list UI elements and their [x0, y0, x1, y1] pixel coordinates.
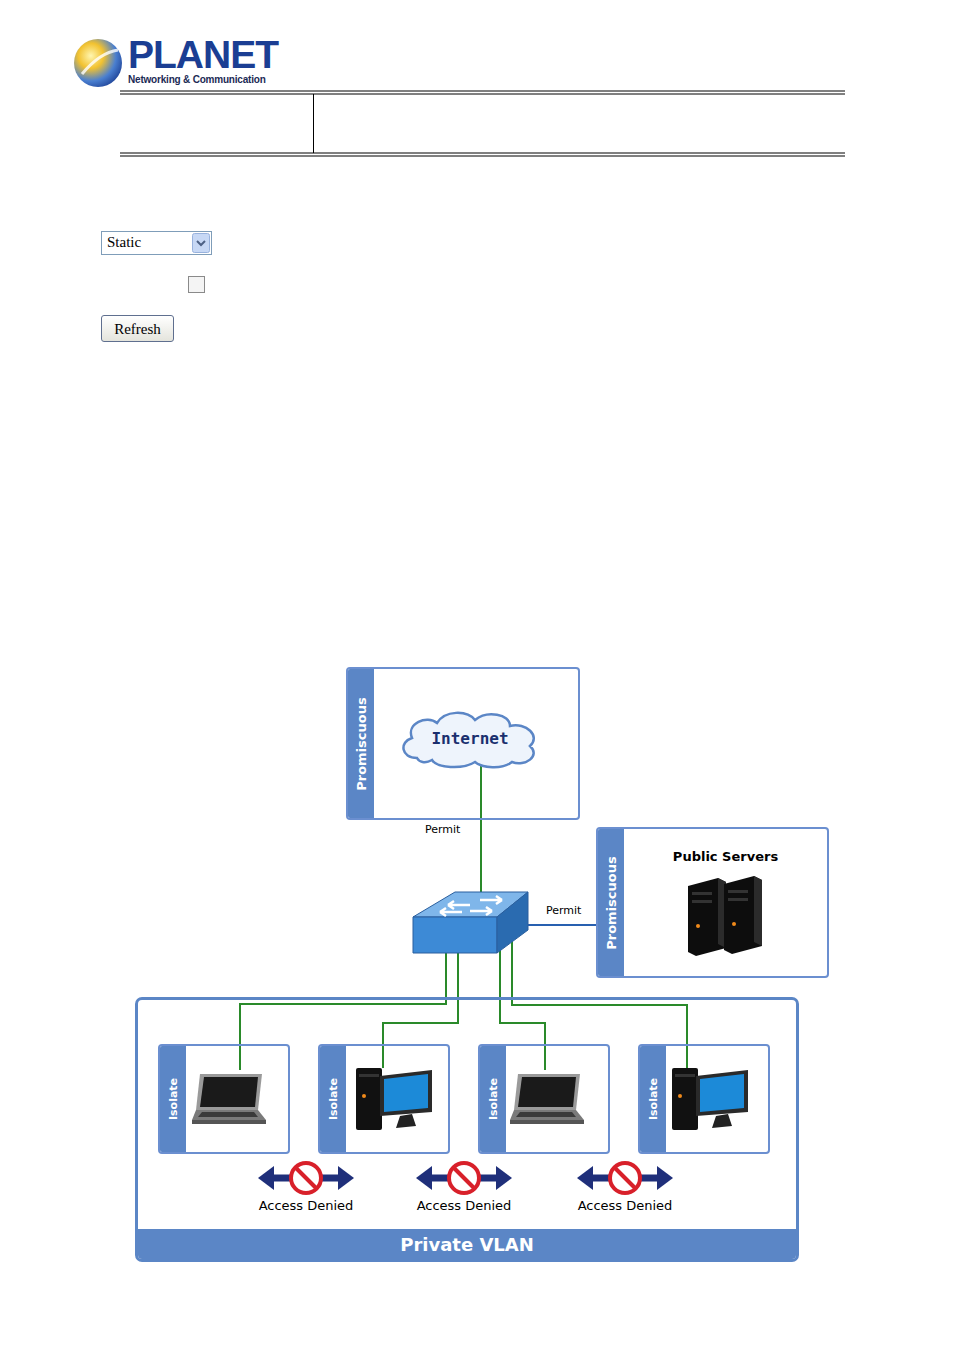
- private-vlan-box: Isolate Isolate Isolate IsolatePrivate VLAN: [135, 997, 799, 1262]
- access-denied-arrows: [615, 1168, 635, 1188]
- access-denied-arrows: [416, 1166, 432, 1190]
- header-table: [120, 91, 845, 156]
- promiscuous-box: Internet Promiscuous: [346, 667, 580, 820]
- band-label: Isolate: [647, 1078, 660, 1120]
- header-table: [313, 94, 314, 153]
- access-denied-arrows: [338, 1166, 354, 1190]
- access-denied-arrows: [610, 1163, 640, 1193]
- access-denied-arrows: [291, 1163, 321, 1193]
- access-label: Access Denied: [417, 1199, 512, 1213]
- label-band: Isolate: [480, 1046, 506, 1152]
- brand-name: PLANET: [128, 34, 278, 77]
- label-band: Isolate: [640, 1046, 666, 1152]
- select-box: Static: [101, 231, 212, 255]
- cloud-label: Internet: [431, 728, 508, 747]
- box-heading: Public Servers: [624, 849, 827, 864]
- access-denied-arrows: [449, 1163, 479, 1193]
- switch-icon: [470, 907, 492, 915]
- header-table: [120, 156, 845, 157]
- band-label: Promiscuous: [354, 697, 369, 791]
- logo-globe: [74, 39, 122, 87]
- header-table: [120, 94, 845, 95]
- network-links: [240, 760, 687, 1070]
- dropdown-arrow: [197, 241, 205, 245]
- client-icons: [510, 1074, 584, 1124]
- isolate-box: Isolate: [158, 1044, 290, 1154]
- band-label: Private VLAN: [400, 1234, 534, 1255]
- network-links: [500, 948, 545, 1070]
- button-label: Refresh: [114, 320, 161, 337]
- access-denied-arrows: [577, 1166, 593, 1190]
- dropdown-arrow: [193, 234, 210, 253]
- client-icons: [192, 1074, 266, 1124]
- switch-icon: [480, 896, 502, 904]
- access-label: Access Denied: [578, 1199, 673, 1213]
- public-servers-icon: [724, 876, 762, 954]
- access-denied-arrows: [258, 1163, 354, 1193]
- band-label: Isolate: [327, 1078, 340, 1120]
- band-label: Isolate: [487, 1078, 500, 1120]
- switch-icon: [413, 892, 528, 953]
- isolate-box: Isolate: [318, 1044, 450, 1154]
- select-value: Static: [107, 234, 141, 251]
- band-label: Promiscuous: [604, 856, 619, 950]
- access-denied-arrows: [416, 1163, 512, 1193]
- label-band: Isolate: [320, 1046, 346, 1152]
- brand-tagline: Networking & Communication: [128, 74, 266, 85]
- access-denied-arrows: [258, 1166, 274, 1190]
- link-label: Permit: [425, 824, 460, 836]
- access-denied-arrows: [454, 1168, 474, 1188]
- cloud-outline: [403, 713, 533, 767]
- checkbox: [189, 277, 205, 293]
- label-band: Isolate: [160, 1046, 186, 1152]
- dropdown-arrow: [192, 233, 210, 253]
- public-servers-icon: [688, 876, 762, 956]
- client-icons: [356, 1068, 432, 1130]
- access-label: Access Denied: [259, 1199, 354, 1213]
- switch-icon: [448, 901, 470, 909]
- network-links: [383, 950, 458, 1068]
- link-label: Permit: [546, 905, 581, 917]
- refresh-button: Refresh: [101, 315, 174, 342]
- header-table: [120, 91, 845, 92]
- logo-globe: [74, 39, 122, 87]
- access-denied-arrows: [657, 1166, 673, 1190]
- label-band: Promiscuous: [348, 669, 374, 818]
- label-band: Private VLAN: [138, 1229, 796, 1259]
- network-links: [480, 760, 482, 893]
- label-band: Promiscuous: [598, 829, 624, 976]
- band-label: Isolate: [167, 1078, 180, 1120]
- promiscuous-box: Promiscuous Public Servers: [596, 827, 829, 978]
- isolate-box: Isolate: [478, 1044, 610, 1154]
- header-table: [120, 153, 845, 154]
- switch-icon: [413, 917, 497, 953]
- access-denied-arrows: [296, 1168, 316, 1188]
- logo-globe: [82, 50, 118, 74]
- switch-icon: [440, 908, 462, 916]
- internet-cloud: Internet: [397, 708, 543, 770]
- client-icons: [672, 1068, 748, 1130]
- isolate-box: Isolate: [638, 1044, 770, 1154]
- checkbox: [189, 277, 205, 293]
- public-servers-icon: [688, 878, 726, 956]
- access-denied-arrows: [577, 1163, 673, 1193]
- access-denied-arrows: [496, 1166, 512, 1190]
- access-denied-arrows: [258, 1163, 673, 1193]
